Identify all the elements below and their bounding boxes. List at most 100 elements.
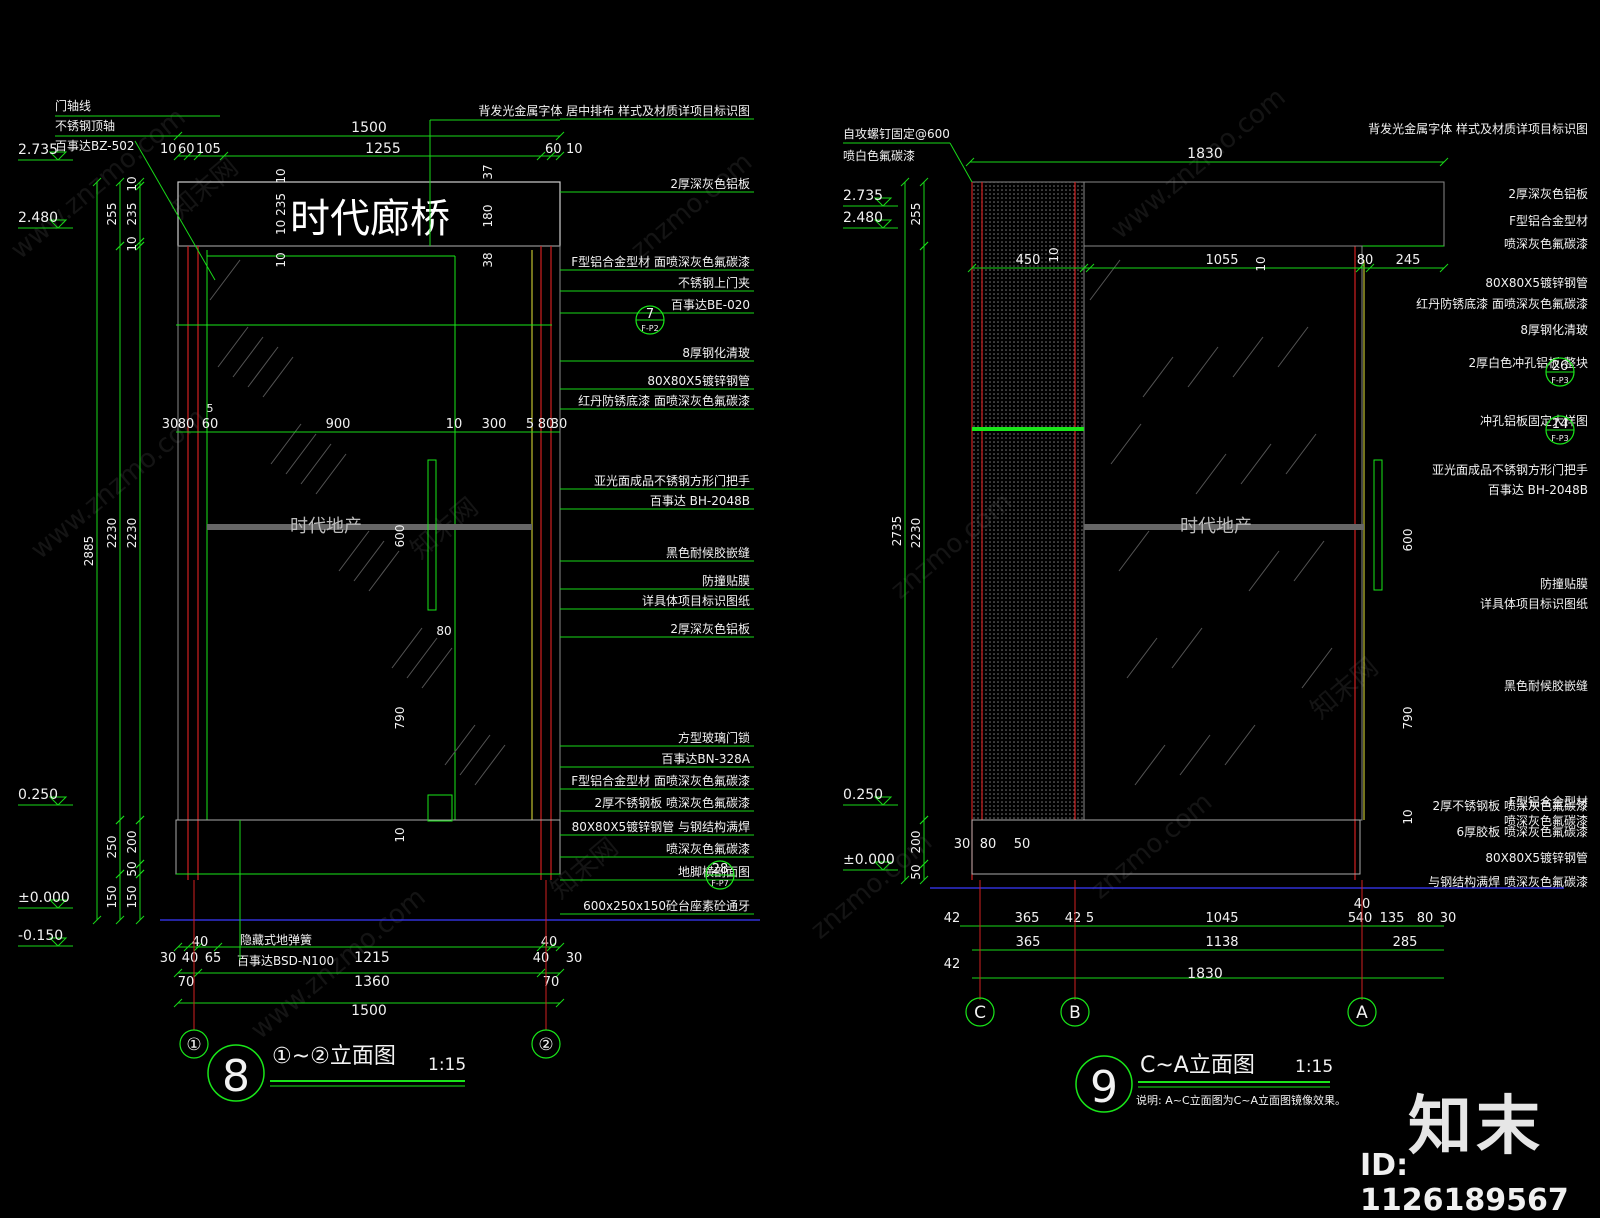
bottom-dim-label: 40 [541, 935, 558, 950]
vertical-dimension-label: 235 [125, 203, 139, 226]
bottom-dim-label: 65 [205, 951, 222, 966]
dimension-tick [1085, 263, 1095, 273]
glass-reflection-line [247, 346, 279, 388]
glass-reflection-line [315, 453, 347, 495]
sign-dimension-label: 10 235 [274, 193, 288, 235]
glass-reflection-line [1240, 443, 1272, 485]
bottom-dim-label: 1045 [1205, 911, 1238, 926]
door-handle [427, 459, 437, 611]
right-annotation-text: 2厚不锈钢板 喷深灰色氟碳漆 [595, 796, 750, 810]
right-annotation-text: 亚光面成品不锈钢方形门把手 [1432, 462, 1588, 477]
right-annotation-text: 80X80X5镀锌钢管 [1485, 275, 1588, 290]
drawing-note: 说明: A~C立面图为C~A立面图镜像效果。 [1136, 1093, 1346, 1107]
top-dim-label: 1055 [1205, 253, 1238, 268]
level-marker [48, 937, 68, 947]
dimension-tick [555, 968, 565, 978]
bottom-dim-label: 42 [1065, 911, 1082, 926]
dimension-tick [115, 915, 125, 925]
right-annotation-text: 背发光金属字体 居中排布 样式及材质详项目标识图 [478, 103, 750, 118]
left-note-text: 百事达BZ-502 [55, 139, 134, 153]
glass-reflection-line [1195, 453, 1227, 495]
glass-reflection-line [1171, 627, 1203, 669]
dimension-tick [115, 815, 125, 825]
dimension-tick [919, 177, 929, 187]
level-marker [873, 219, 893, 229]
bottom-dim-label: 40 [533, 951, 550, 966]
top-dim-10: 10 [160, 142, 177, 157]
image-id-label: ID: 1126189567 [1360, 1148, 1569, 1218]
title-circle [1075, 1055, 1133, 1113]
middle-dimension-label: 300 [482, 417, 507, 432]
glass-reflection-line [1110, 423, 1142, 465]
callout-7-ref: F-P2 [641, 324, 658, 333]
dimension-tick [546, 942, 556, 952]
glass-reflection-line [262, 356, 294, 398]
bottom-note-text: 百事达BSD-N100 [237, 954, 334, 968]
right-annotation-text: 详具体项目标识图纸 [642, 593, 750, 608]
vertical-dimension-label: 10 [125, 236, 139, 251]
middle-dimension-label: 80 [538, 417, 555, 432]
top-total-dimension: 1500 [351, 120, 387, 136]
level-marker [48, 219, 68, 229]
dimension-tick [135, 181, 145, 191]
bottom-dim-label: 1215 [354, 950, 390, 966]
sign-dimension-label: 37 [481, 164, 495, 179]
dimension-tick [213, 942, 223, 952]
level-marker [873, 197, 893, 207]
dimension-tick [135, 815, 145, 825]
right-annotation-text: 百事达 BH-2048B [1488, 483, 1588, 497]
dimension-tick [900, 875, 910, 885]
right-annotation-text: 2厚深灰色铝板 [1508, 186, 1588, 201]
right-annotation-text: 2厚深灰色铝板 [670, 621, 750, 636]
glass-reflection-line [1248, 550, 1280, 592]
glass-reflection-line [421, 647, 453, 689]
right-annotation-text: F型铝合金型材 面喷深灰色氟碳漆 [571, 254, 750, 269]
glass-reflection-line [1118, 530, 1150, 572]
grid-bubble-a-circle [1347, 997, 1377, 1027]
beam-dimension-label: 10 [1047, 247, 1061, 262]
grid-bubble-c-label: C [974, 1003, 986, 1023]
handle-dimension-label: 600 [393, 525, 407, 548]
top-dim-105: 105 [196, 142, 221, 157]
dimension-tick [135, 869, 145, 879]
glass-reflection-line [1293, 540, 1325, 582]
bottom-dim-label: 365 [1015, 911, 1040, 926]
right-annotation-text: F型铝合金型材 [1509, 213, 1588, 228]
drawing-scale: 1:15 [428, 1055, 466, 1075]
bottom-dim-label: 365 [1016, 935, 1041, 950]
dimension-tick [546, 151, 556, 161]
dimension-tick [193, 151, 203, 161]
middle-dimension-small: 5 [207, 402, 214, 415]
middle-dimension-label: 10 [446, 417, 463, 432]
dimension-tick [183, 151, 193, 161]
right-annotation-text: 8厚钢化清玻 [682, 346, 750, 360]
door-handle [1373, 459, 1383, 591]
bottom-dim-label: 40 [182, 951, 199, 966]
grid-bubble-2-circle [531, 1029, 561, 1059]
right-annotation-text: 百事达BN-328A [661, 752, 750, 766]
bottom-dim-label: 30 [566, 951, 583, 966]
top-dim-10-right: 10 [566, 142, 583, 157]
bottom-dim-label: 80 [1417, 911, 1434, 926]
left-note-text: 喷白色氟碳漆 [843, 148, 915, 163]
right-annotation-text: 不锈钢上门夹 [678, 275, 750, 290]
glass-reflection-line [1126, 637, 1158, 679]
bottom-dim-label: 30 [1440, 911, 1457, 926]
dimension-tick [1439, 263, 1449, 273]
base-plinth [971, 819, 1361, 875]
grid-bubble-b-label: B [1069, 1003, 1081, 1023]
grid-bubble-b-circle [1060, 997, 1090, 1027]
dimension-tick [193, 968, 203, 978]
glass-reflection-line [300, 443, 332, 485]
vertical-dimension-label: 200 [909, 831, 923, 854]
vertical-dimension-label: 10 [125, 176, 139, 191]
dimension-tick [555, 151, 565, 161]
top-total-dimension: 1830 [1187, 146, 1223, 162]
bottom-dim-label: 285 [1393, 935, 1418, 950]
middle-dimension-label: 80 [178, 417, 195, 432]
vertical-dimension-label: 2230 [105, 518, 119, 549]
right-annotation-text: 黑色耐候胶嵌缝 [666, 545, 750, 560]
right-annotation-text: 600x250x150砼台座素砼通牙 [583, 898, 750, 913]
glass-reflection-line [391, 627, 423, 669]
right-annotation-text: F型铝合金型材 面喷深灰色氟碳漆 [571, 773, 750, 788]
